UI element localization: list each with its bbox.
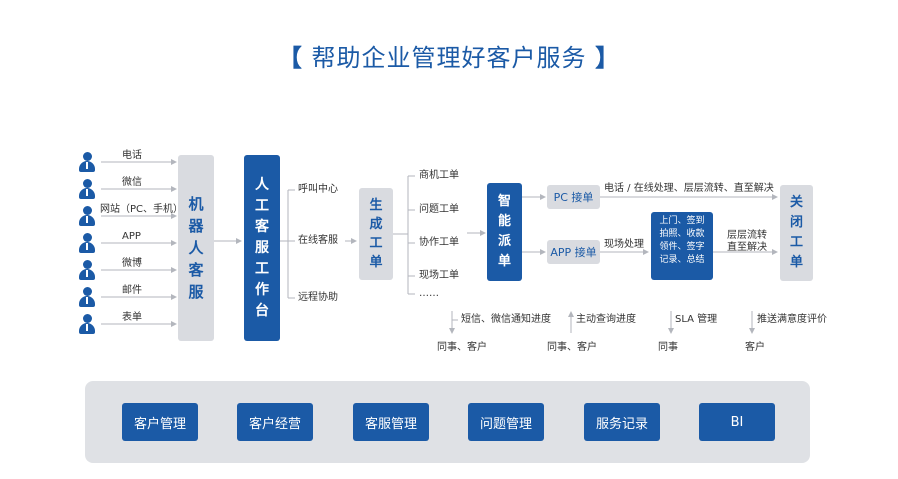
ticket-type-label: 商机工单 <box>419 170 459 181</box>
channel-label: 网站（PC、手机） <box>100 204 184 215</box>
service-mode-label: 在线客服 <box>298 235 338 246</box>
module-customer-management: 客户管理 <box>122 403 198 441</box>
note-label: SLA 管理 <box>675 314 718 325</box>
user-icon <box>79 233 95 253</box>
pc-receive-box: PC 接单 <box>547 185 600 209</box>
service-mode-label: 远程协助 <box>298 292 338 303</box>
note-target: 同事、客户 <box>547 342 597 353</box>
note-label: 主动查询进度 <box>576 314 636 325</box>
user-icon <box>79 260 95 280</box>
ticket-type-label: …… <box>419 288 439 299</box>
user-icon <box>79 314 95 334</box>
user-icon <box>79 287 95 307</box>
agent-workbench-box: 人工客服工作台 <box>244 155 280 341</box>
page-title: 【 帮助企业管理好客户服务 】 <box>0 38 898 73</box>
ticket-type-label: 现场工单 <box>419 270 459 281</box>
user-icon <box>79 152 95 172</box>
channel-label: 微信 <box>122 177 142 188</box>
generate-ticket-box: 生成工单 <box>359 188 393 280</box>
note-target: 同事 <box>658 342 678 353</box>
channel-label: 表单 <box>122 312 142 323</box>
app-flow-label: 现场处理 <box>604 239 644 250</box>
pc-flow-label: 电话 / 在线处理、层层流转、直至解决 <box>604 183 774 194</box>
user-icon <box>79 179 95 199</box>
field-tasks-box: 上门、签到拍照、收款领件、签字记录、总结 <box>651 212 713 280</box>
title-left-bracket: 【 <box>277 44 303 72</box>
channel-label: 电话 <box>122 150 142 161</box>
module-bi: BI <box>699 403 775 441</box>
close-ticket-box: 关闭工单 <box>780 185 813 281</box>
user-icon <box>79 206 95 226</box>
ticket-type-label: 问题工单 <box>419 204 459 215</box>
app-receive-box: APP 接单 <box>547 240 600 264</box>
module-service-management: 客服管理 <box>353 403 429 441</box>
module-customer-operation: 客户经营 <box>237 403 313 441</box>
module-service-records: 服务记录 <box>584 403 660 441</box>
modules-panel <box>85 381 810 463</box>
channel-label: 微博 <box>122 258 142 269</box>
channel-label: 邮件 <box>122 285 142 296</box>
ticket-type-label: 协作工单 <box>419 237 459 248</box>
channel-label: APP <box>122 231 141 242</box>
smart-dispatch-box: 智能派单 <box>487 183 522 281</box>
robot-service-box: 机器人客服 <box>178 155 214 341</box>
title-right-bracket: 】 <box>595 44 621 72</box>
title-text: 帮助企业管理好客户服务 <box>311 44 587 72</box>
note-target: 同事、客户 <box>437 342 487 353</box>
module-issue-management: 问题管理 <box>468 403 544 441</box>
escalate-label: 层层流转直至解决 <box>727 230 767 253</box>
service-mode-label: 呼叫中心 <box>298 184 338 195</box>
note-label: 推送满意度评价 <box>757 314 827 325</box>
note-target: 客户 <box>745 342 765 353</box>
note-label: 短信、微信通知进度 <box>461 314 551 325</box>
